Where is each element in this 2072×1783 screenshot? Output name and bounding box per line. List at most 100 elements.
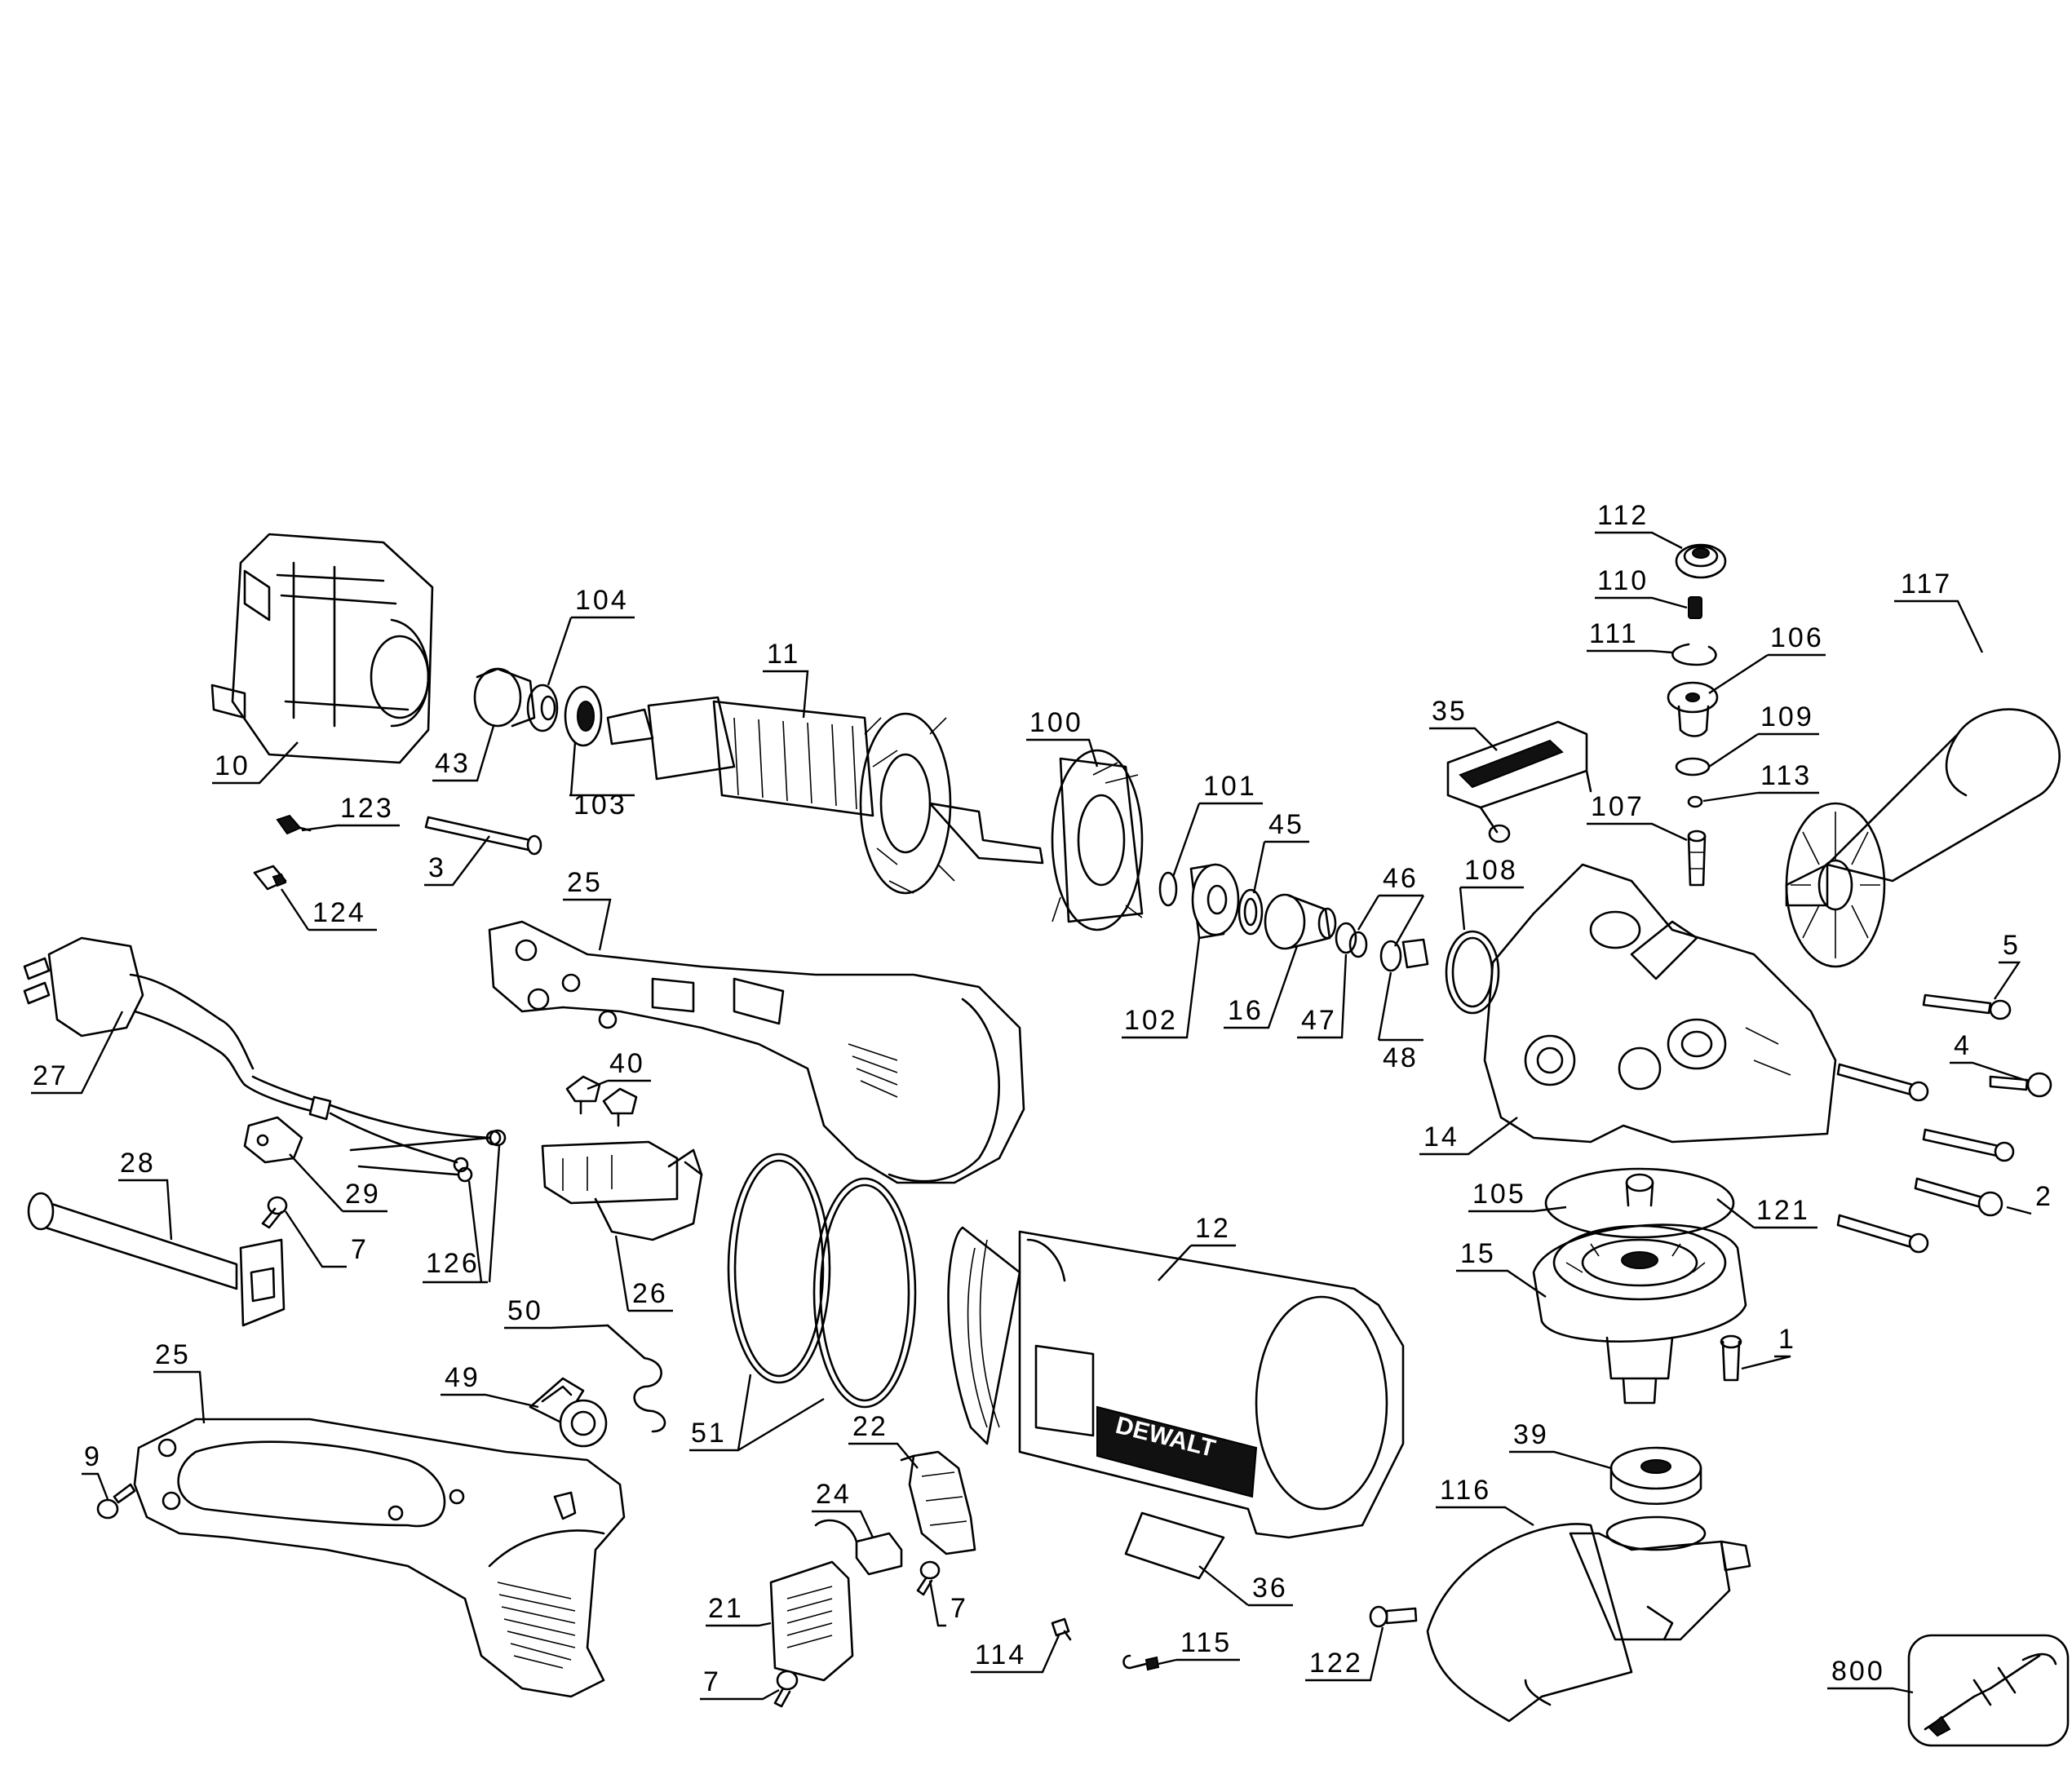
callout-107: 107 bbox=[1587, 791, 1688, 842]
part-screw-121a bbox=[1836, 1063, 1929, 1102]
callout-label: 116 bbox=[1440, 1475, 1491, 1506]
callout-5: 5 bbox=[1994, 930, 2021, 1000]
part-113-ring bbox=[1687, 795, 1703, 808]
callout-label: 114 bbox=[975, 1639, 1026, 1670]
part-handle-half-lower bbox=[133, 1418, 626, 1698]
callout-112: 112 bbox=[1595, 500, 1683, 550]
callout-label: 49 bbox=[445, 1362, 480, 1393]
part-105-gasket bbox=[1544, 1167, 1735, 1239]
callout-48: 48 bbox=[1377, 971, 1423, 1073]
part-51-o-rings bbox=[727, 1153, 917, 1409]
callout-label: 35 bbox=[1432, 696, 1468, 727]
callout-49: 49 bbox=[441, 1362, 539, 1409]
callout-25b: 25 bbox=[153, 1339, 206, 1424]
part-47-washer bbox=[1335, 922, 1368, 958]
callout-123: 123 bbox=[301, 793, 400, 832]
callout-116: 116 bbox=[1436, 1475, 1534, 1527]
callout-label: 104 bbox=[575, 585, 629, 616]
part-1-screw bbox=[1720, 1334, 1742, 1382]
callout-11: 11 bbox=[763, 639, 809, 719]
part-7-screw-c bbox=[773, 1670, 799, 1708]
callout-2: 2 bbox=[2006, 1181, 2051, 1215]
callout-label: 25 bbox=[567, 867, 603, 898]
part-116-wheel-guard bbox=[1426, 1515, 1751, 1723]
callout-25a: 25 bbox=[563, 867, 612, 951]
callout-label: 111 bbox=[1589, 618, 1639, 649]
callout-12: 12 bbox=[1158, 1213, 1236, 1281]
callout-103: 103 bbox=[569, 741, 635, 821]
callout-15: 15 bbox=[1456, 1238, 1547, 1298]
callout-111: 111 bbox=[1587, 618, 1673, 654]
callout-label: 113 bbox=[1760, 760, 1812, 791]
callout-124: 124 bbox=[280, 888, 377, 931]
callout-40: 40 bbox=[587, 1048, 651, 1091]
callout-label: 16 bbox=[1228, 995, 1264, 1026]
callout-7a: 7 bbox=[284, 1210, 369, 1268]
callout-16: 16 bbox=[1224, 945, 1299, 1029]
callout-117: 117 bbox=[1894, 569, 1984, 653]
callout-label: 102 bbox=[1124, 1005, 1178, 1036]
callout-label: 7 bbox=[351, 1234, 369, 1265]
callout-label: 15 bbox=[1460, 1238, 1496, 1269]
part-124-terminal bbox=[253, 865, 287, 891]
part-14-gear-case bbox=[1483, 863, 1837, 1144]
callout-51: 51 bbox=[689, 1374, 825, 1452]
part-7-screw-b bbox=[916, 1560, 941, 1596]
callout-label: 117 bbox=[1901, 569, 1952, 599]
callout-108: 108 bbox=[1459, 855, 1524, 931]
callout-label: 112 bbox=[1597, 500, 1649, 531]
callout-104: 104 bbox=[547, 585, 635, 686]
part-field-stator bbox=[210, 533, 434, 764]
callout-21: 21 bbox=[706, 1593, 772, 1627]
part-800-cord-set-box bbox=[1907, 1634, 2070, 1747]
callout-label: 107 bbox=[1591, 791, 1645, 822]
callout-46: 46 bbox=[1357, 863, 1425, 947]
callout-label: 108 bbox=[1464, 855, 1518, 886]
part-5-screw bbox=[1922, 993, 2012, 1020]
part-40-brush-holders bbox=[565, 1075, 638, 1127]
part-12-motor-housing: DEWALT bbox=[947, 1226, 1405, 1539]
callout-7b: 7 bbox=[928, 1580, 968, 1627]
callout-label: 4 bbox=[1954, 1030, 1972, 1061]
callout-label: 40 bbox=[609, 1048, 645, 1079]
part-3-long-screw bbox=[424, 816, 542, 856]
callout-label: 10 bbox=[215, 750, 250, 781]
part-screw-121c bbox=[1836, 1214, 1929, 1254]
callout-label: 109 bbox=[1760, 701, 1814, 732]
callout-114: 114 bbox=[971, 1635, 1060, 1674]
part-117-side-handle bbox=[1785, 708, 2061, 968]
part-123-terminal bbox=[276, 814, 312, 835]
callout-106: 106 bbox=[1708, 622, 1826, 695]
callout-110: 110 bbox=[1595, 565, 1688, 609]
callout-label: 12 bbox=[1195, 1213, 1231, 1244]
callout-28: 28 bbox=[118, 1148, 173, 1241]
callout-label: 26 bbox=[632, 1278, 668, 1309]
callout-label: 28 bbox=[120, 1148, 156, 1179]
part-122-screw bbox=[1369, 1605, 1418, 1628]
callout-label: 800 bbox=[1831, 1656, 1885, 1687]
part-104-bearing bbox=[526, 684, 559, 732]
callout-22: 22 bbox=[848, 1411, 919, 1469]
callout-label: 1 bbox=[1778, 1324, 1796, 1355]
part-35-label-plate bbox=[1446, 720, 1592, 843]
part-36-label bbox=[1124, 1511, 1225, 1580]
part-108-o-ring bbox=[1445, 930, 1500, 1015]
callout-label: 7 bbox=[950, 1593, 968, 1624]
part-armature bbox=[606, 696, 1044, 895]
part-7-screw-a bbox=[261, 1196, 288, 1229]
part-26-switch bbox=[541, 1140, 703, 1241]
part-43-sleeve bbox=[473, 667, 536, 728]
callout-50: 50 bbox=[504, 1295, 609, 1330]
callout-label: 106 bbox=[1770, 622, 1824, 653]
callout-label: 21 bbox=[708, 1593, 744, 1624]
callout-43: 43 bbox=[432, 725, 495, 782]
part-102-bearing bbox=[1189, 863, 1240, 940]
callout-label: 22 bbox=[852, 1411, 888, 1442]
part-103-bearing bbox=[564, 685, 603, 747]
part-screw-121b bbox=[1922, 1128, 2015, 1162]
callout-label: 122 bbox=[1309, 1648, 1363, 1679]
callout-label: 48 bbox=[1383, 1042, 1419, 1073]
part-110-spring bbox=[1688, 596, 1702, 619]
callout-label: 103 bbox=[573, 790, 627, 821]
callout-label: 3 bbox=[428, 852, 446, 883]
